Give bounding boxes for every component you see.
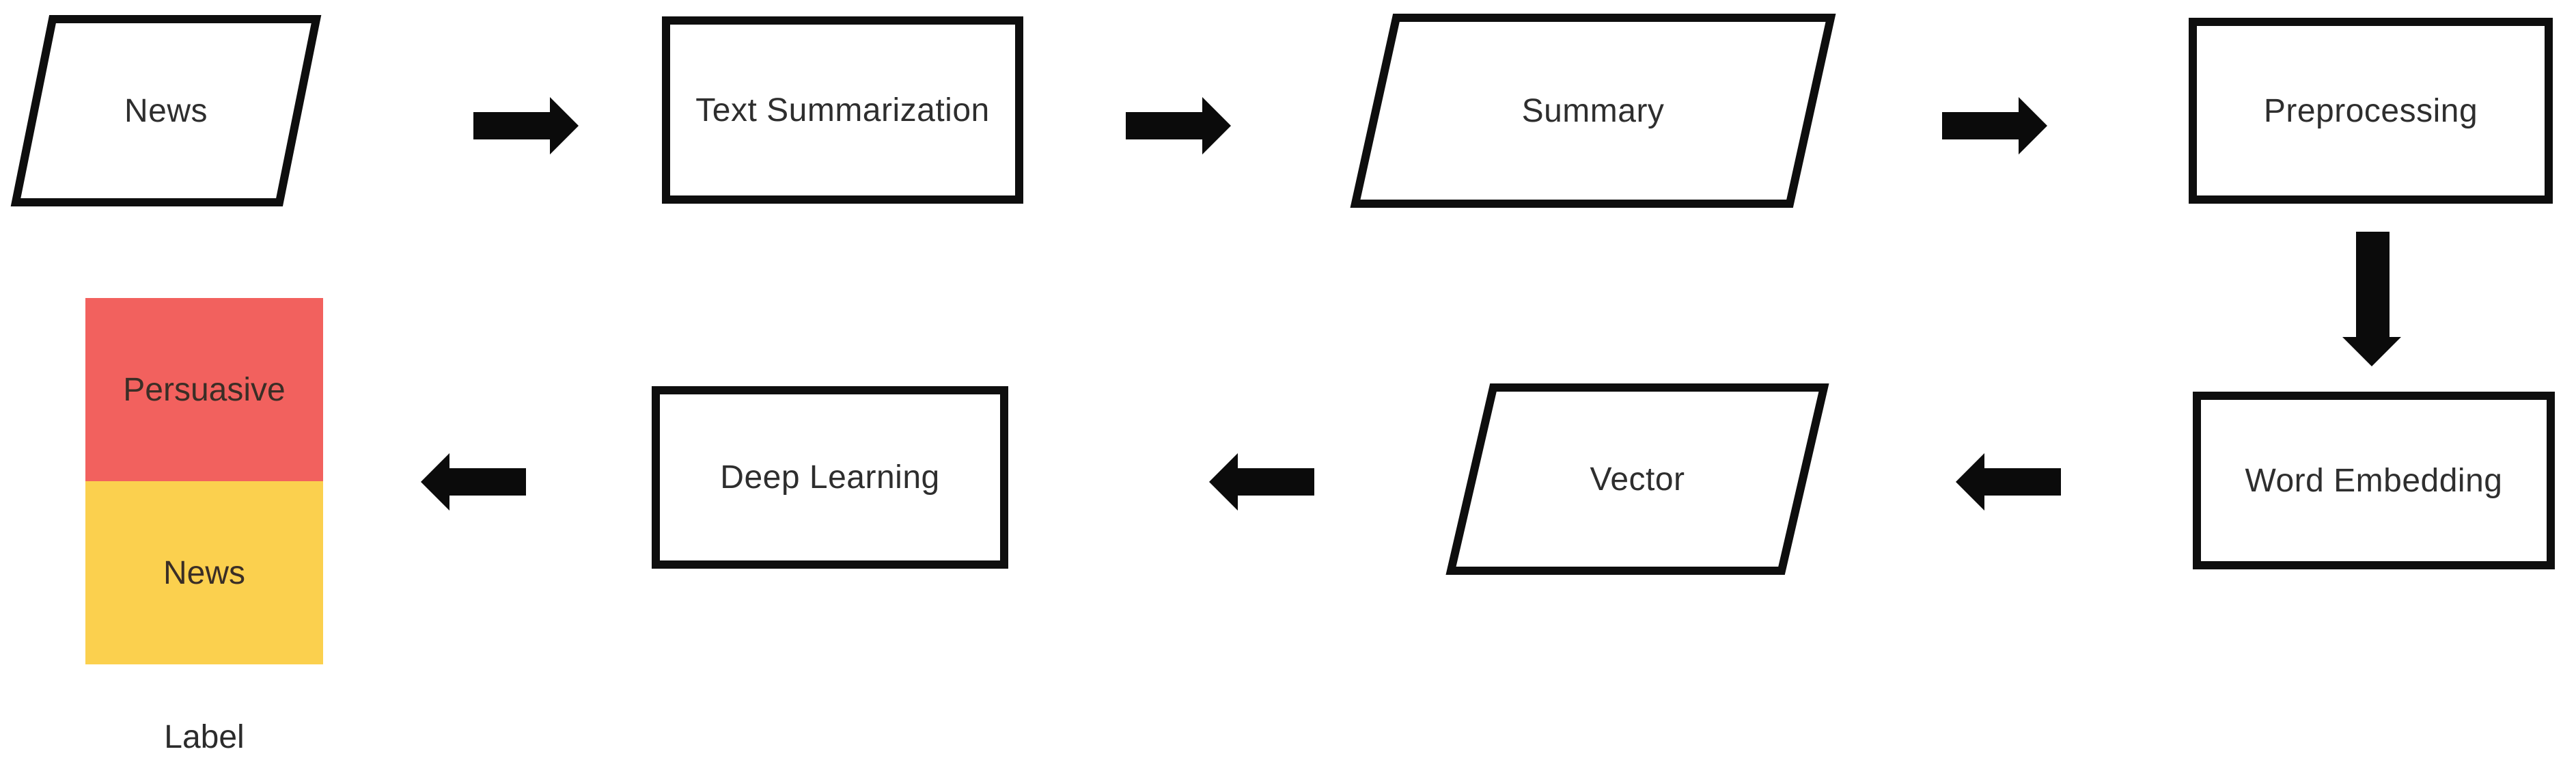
arrow-vector-to-deep-learning-icon: [1209, 453, 1314, 511]
down-arrow-icon: [2342, 232, 2401, 366]
right-arrow-icon: [1126, 97, 1231, 154]
right-arrow-icon: [1942, 97, 2047, 154]
arrow-preprocessing-to-word-embedding-icon: [2342, 232, 2401, 366]
summary-parallelogram: [1350, 14, 1836, 208]
arrow-word-embedding-to-vector-icon: [1956, 453, 2061, 511]
summary-parallelogram-outline: [1350, 14, 1836, 208]
deep-learning-label: Deep Learning: [720, 459, 940, 496]
arrow-deep-learning-to-label-icon: [421, 453, 526, 511]
label-class-news-text: News: [163, 554, 246, 591]
news-parallelogram: [10, 15, 322, 206]
deep-learning-node: Deep Learning: [652, 386, 1008, 569]
vector-parallelogram-outline: [1445, 383, 1829, 575]
arrow-summary-to-preprocessing-icon: [1942, 97, 2047, 154]
label-class-persuasive: Persuasive: [85, 298, 323, 481]
left-arrow-icon: [1209, 453, 1314, 511]
word-embedding-label: Word Embedding: [2245, 462, 2503, 499]
right-arrow-icon: [473, 97, 579, 154]
word-embedding-node: Word Embedding: [2193, 392, 2555, 569]
arrow-text-summarization-to-summary-icon: [1126, 97, 1231, 154]
left-arrow-icon: [1956, 453, 2061, 511]
vector-parallelogram: [1445, 383, 1829, 575]
news-parallelogram-outline: [10, 15, 322, 206]
text-summarization-node: Text Summarization: [662, 16, 1023, 204]
label-stack-caption: Label: [164, 718, 245, 755]
left-arrow-icon: [421, 453, 526, 511]
preprocessing-label: Preprocessing: [2263, 92, 2478, 129]
text-summarization-label: Text Summarization: [695, 92, 990, 128]
label-class-news: News: [85, 481, 323, 664]
preprocessing-node: Preprocessing: [2189, 18, 2553, 204]
label-class-persuasive-text: Persuasive: [123, 371, 286, 408]
arrow-news-to-text-summarization-icon: [473, 97, 579, 154]
